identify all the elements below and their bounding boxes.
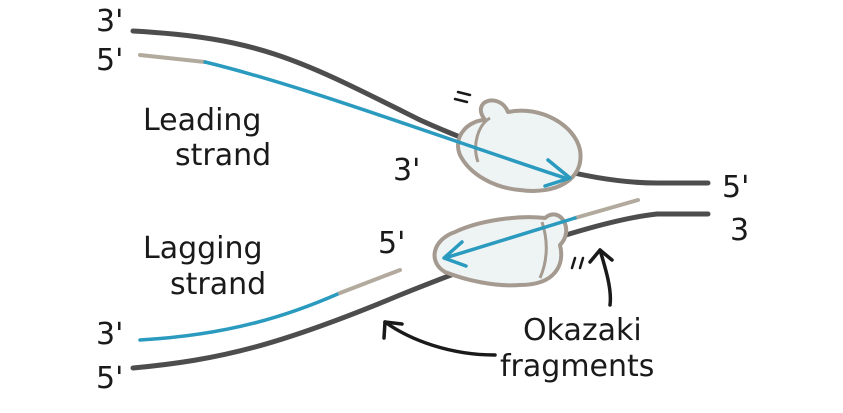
- top-parental-strand: [130, 28, 711, 186]
- leading-strand-label-line1: Leading: [143, 103, 261, 138]
- lagging-old-fragment: [138, 291, 342, 342]
- label-leading-tip: 3': [393, 153, 420, 188]
- okazaki-fragments-label-line2: fragments: [500, 349, 654, 384]
- lagging-new-fragment: [443, 216, 577, 260]
- lagging-old-primer: [338, 268, 402, 295]
- okazaki-pointer-arrowhead-left: [382, 320, 404, 340]
- okazaki-pointer-arrowhead-up: [588, 248, 614, 264]
- leading-strand-label-line2: strand: [175, 138, 271, 173]
- lagging-polymerase-icon: [432, 212, 585, 288]
- lagging-arrowhead: [442, 240, 468, 268]
- okazaki-pointer-arrow-left: [383, 320, 497, 357]
- label-right-top: 5': [722, 170, 749, 205]
- leading-arrowhead: [543, 158, 572, 188]
- leading-new-strand: [203, 60, 567, 180]
- label-top-new-left: 5': [96, 43, 123, 78]
- lagging-new-primer: [573, 198, 640, 220]
- label-lagging-new-top: 5': [378, 226, 405, 261]
- label-bottom-new-left: 3': [96, 317, 123, 352]
- label-right-bottom: 3: [730, 213, 749, 248]
- lagging-strand-label-line2: strand: [170, 267, 266, 302]
- lagging-strand-label-line1: Lagging: [143, 231, 263, 266]
- leading-primer: [138, 53, 207, 64]
- okazaki-pointer-arrow-up: [598, 248, 613, 307]
- okazaki-fragments-label-line1: Okazaki: [523, 313, 642, 348]
- label-top-parent-left: 3': [96, 4, 123, 39]
- bottom-parental-strand: [130, 211, 711, 371]
- label-bottom-parent-left: 5': [96, 361, 123, 396]
